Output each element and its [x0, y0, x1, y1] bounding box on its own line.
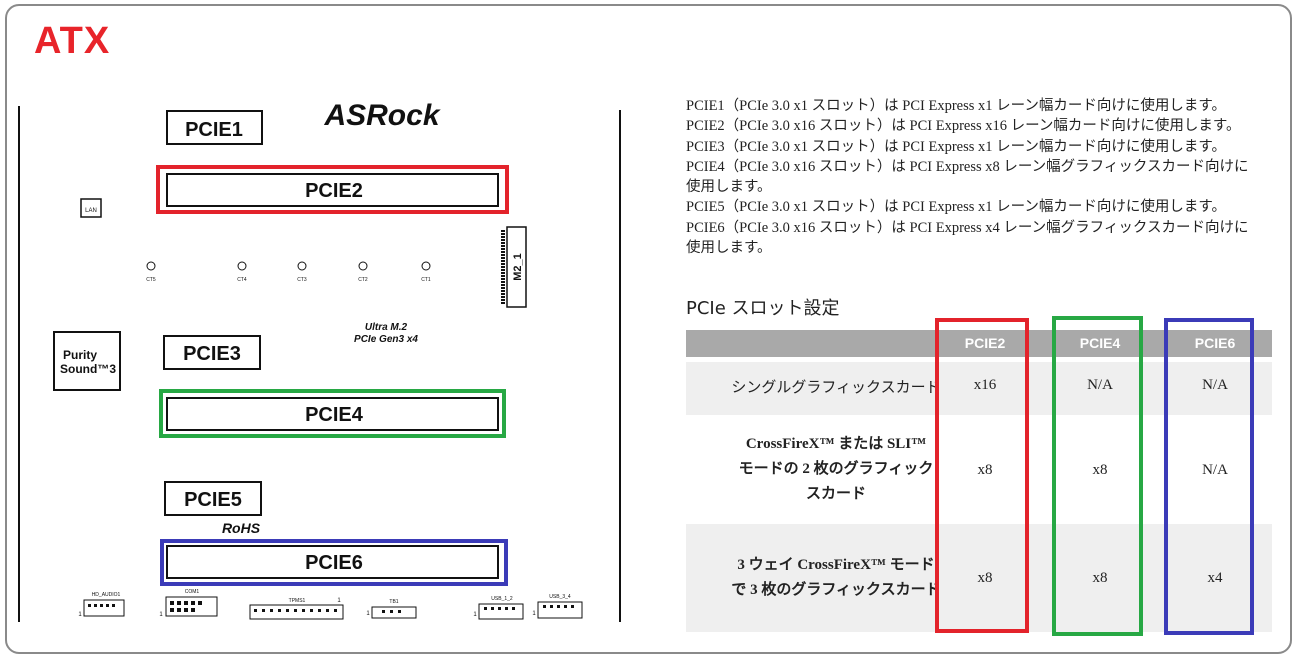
pcie6-slot [166, 545, 499, 579]
usb34-label: USB_3_4 [549, 594, 571, 600]
pcie3-slot [163, 335, 261, 370]
form-factor-title: ATX [34, 20, 111, 62]
hd-audio-pin1: 1 [78, 612, 82, 618]
pcie4-slot [166, 397, 499, 431]
row3-pcie6: x4 [1207, 570, 1223, 586]
rohs-mark: RoHS [222, 520, 261, 536]
row2-label-line2: モードの 2 枚のグラフィック [738, 461, 934, 477]
com1-label: COM1 [185, 589, 200, 595]
row2-pcie6: N/A [1202, 462, 1228, 478]
row3-label-line2: で 3 枚のグラフィックスカード [731, 582, 941, 598]
desc-pcie3: PCIE3（PCIe 3.0 x1 スロット）は PCI Express x1 … [686, 138, 1226, 155]
desc-pcie1: PCIE1（PCIe 3.0 x1 スロット）は PCI Express x1 … [686, 98, 1226, 114]
table-title: PCIe スロット設定 [686, 298, 840, 319]
row1-pcie6: N/A [1202, 377, 1228, 393]
ct3-header [297, 261, 307, 271]
ct2-header [358, 261, 368, 271]
col-pcie6: PCIE6 [1194, 335, 1236, 351]
table-row: 3 ウェイ CrossFireX™ モード で 3 枚のグラフィックスカード x… [686, 524, 1272, 632]
com1-pin1: 1 [159, 612, 163, 618]
figure-frame [5, 4, 1292, 654]
row1-label: シングルグラフィックスカード [731, 380, 941, 396]
pcie1-label: PCIE1 [185, 119, 243, 141]
pcie2-column-highlight [935, 318, 1029, 633]
pcie4-highlight [159, 389, 506, 438]
purity-sound-label: Sound™3 [60, 362, 116, 376]
ct1-header [421, 261, 431, 271]
table-header: PCIE2 PCIE4 PCIE6 [686, 330, 1272, 357]
com1-header [165, 596, 218, 617]
ct4-header [237, 261, 247, 271]
pcie6-highlight [160, 539, 508, 586]
ct4-label: CT4 [237, 277, 247, 283]
purity-sound-box [53, 331, 121, 391]
usb34-header [537, 601, 583, 619]
row3-pcie2: x8 [977, 570, 993, 586]
tpms1-pin1: 1 [337, 598, 341, 604]
row3-pcie4: x8 [1092, 570, 1108, 586]
desc-pcie2: PCIE2（PCIe 3.0 x16 スロット）は PCI Express x1… [686, 118, 1241, 135]
pcie5-slot [164, 481, 262, 516]
usb12-header [478, 603, 524, 620]
table-row: CrossFireX™ または SLI™ モードの 2 枚のグラフィック スカー… [686, 416, 1272, 523]
row1-pcie2: x16 [973, 377, 997, 393]
pcie1-slot [166, 110, 263, 145]
pcie6-label: PCIE6 [305, 552, 363, 574]
desc-pcie4: PCIE4（PCIe 3.0 x16 スロット）は PCI Express x8… [686, 158, 1249, 196]
table-row: シングルグラフィックスカード x16 N/A N/A [686, 362, 1272, 415]
ct2-label: CT2 [358, 277, 368, 283]
pcie6-column-highlight [1164, 318, 1254, 635]
row3-label-line1: 3 ウェイ CrossFireX™ モード [737, 557, 935, 573]
ultra-m2-text: Ultra M.2 [365, 322, 408, 333]
usb34-pin1: 1 [532, 611, 536, 617]
ct5-header [146, 261, 156, 271]
row2-label-line1: CrossFireX™ または SLI™ [745, 436, 927, 452]
slot-config-table: PCIE2 PCIE4 PCIE6 シングルグラフィックスカード x16 N/A… [686, 330, 1272, 632]
tpms1-label: TPMS1 [289, 598, 306, 604]
col-pcie4: PCIE4 [1079, 335, 1121, 351]
pcie3-label: PCIE3 [183, 343, 241, 365]
pcie2-highlight [156, 165, 509, 214]
bottom-headers: HD_AUDIO1 1 COM1 1 TPMS1 1 TB1 1 USB_1_2… [78, 589, 583, 620]
pcie2-label: PCIE2 [305, 180, 363, 202]
tb1-pin1: 1 [366, 611, 370, 617]
purity-label: Purity [63, 348, 97, 362]
row2-label-line3: スカード [805, 486, 866, 502]
row2-pcie2: x8 [977, 462, 993, 478]
fan-headers: CT5 CT4 CT3 CT2 CT1 [146, 261, 431, 283]
ct1-label: CT1 [421, 277, 431, 283]
lan-header [80, 198, 102, 218]
col-pcie2: PCIE2 [964, 335, 1006, 351]
desc-pcie6: PCIE6（PCIe 3.0 x16 スロット）は PCI Express x4… [686, 219, 1249, 257]
usb12-label: USB_1_2 [491, 596, 513, 602]
desc-pcie5: PCIE5（PCIe 3.0 x1 スロット）は PCI Express x1 … [686, 199, 1226, 216]
tb1-header [371, 606, 417, 619]
ct3-label: CT3 [297, 277, 307, 283]
asrock-logo: ASRock [323, 99, 440, 132]
row2-pcie4: x8 [1092, 462, 1108, 478]
tb1-label: TB1 [389, 599, 398, 605]
usb12-pin1: 1 [473, 612, 477, 618]
motherboard-diagram: ASRock PCIE1 PCIE2 LAN M2_1 CT5 CT4 CT3 … [18, 99, 621, 622]
ct5-label: CT5 [146, 277, 156, 283]
m2-slot [506, 226, 527, 308]
m2-label: M2_1 [512, 253, 524, 281]
pcie5-label: PCIE5 [184, 489, 242, 511]
pcie2-slot [166, 173, 499, 207]
hd-audio-header [83, 599, 125, 617]
pcie4-column-highlight [1052, 316, 1143, 636]
lan-label: LAN [85, 208, 97, 214]
hd-audio-label: HD_AUDIO1 [92, 592, 121, 598]
ultra-m2-gen-text: PCIe Gen3 x4 [354, 334, 418, 345]
slot-description: PCIE1（PCIe 3.0 x1 スロット）は PCI Express x1 … [686, 96, 1276, 258]
row1-pcie4: N/A [1087, 377, 1113, 393]
pcie4-label: PCIE4 [305, 404, 364, 426]
